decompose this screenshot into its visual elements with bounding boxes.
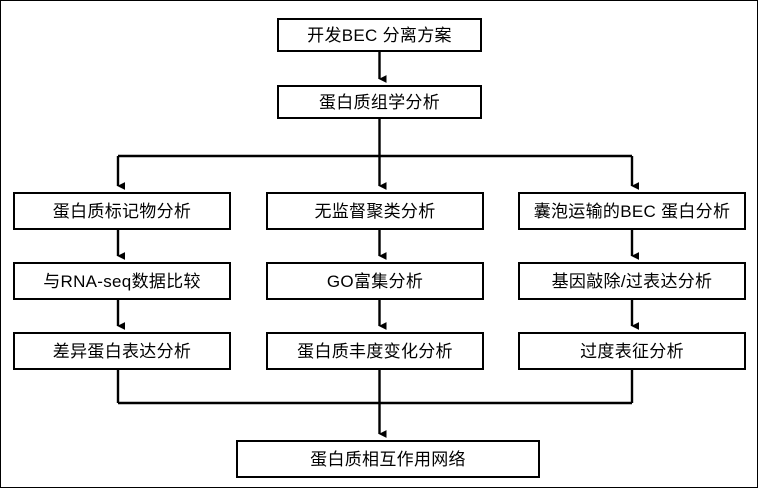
node-proteomics-label: 蛋白质组学分析 <box>318 92 441 112</box>
node-over-representation[interactable]: 过度表征分析 <box>518 332 746 370</box>
node-rnaseq-comparison-label: 与RNA-seq数据比较 <box>43 271 201 291</box>
node-ppi-network[interactable]: 蛋白质相互作用网络 <box>236 440 540 478</box>
node-protein-abundance-change[interactable]: 蛋白质丰度变化分析 <box>266 332 484 370</box>
node-go-enrichment[interactable]: GO富集分析 <box>266 262 484 300</box>
node-go-enrichment-label: GO富集分析 <box>326 271 424 291</box>
node-protein-abundance-change-label: 蛋白质丰度变化分析 <box>297 341 453 361</box>
node-differential-protein-expression-label: 差异蛋白表达分析 <box>52 341 192 361</box>
node-vesicle-transport-bec-protein-label: 囊泡运输的BEC 蛋白分析 <box>533 201 731 221</box>
node-unsupervised-clustering[interactable]: 无监督聚类分析 <box>266 192 484 230</box>
node-start-label: 开发BEC 分离方案 <box>307 25 452 45</box>
node-start[interactable]: 开发BEC 分离方案 <box>277 18 482 52</box>
node-unsupervised-clustering-label: 无监督聚类分析 <box>314 201 436 221</box>
node-differential-protein-expression[interactable]: 差异蛋白表达分析 <box>13 332 231 370</box>
node-rnaseq-comparison[interactable]: 与RNA-seq数据比较 <box>13 262 231 300</box>
node-protein-marker-analysis-label: 蛋白质标记物分析 <box>52 201 192 221</box>
node-ppi-network-label: 蛋白质相互作用网络 <box>310 449 466 469</box>
node-knockout-overexpression[interactable]: 基因敲除/过表达分析 <box>518 262 746 300</box>
node-proteomics[interactable]: 蛋白质组学分析 <box>277 85 482 119</box>
node-protein-marker-analysis[interactable]: 蛋白质标记物分析 <box>13 192 231 230</box>
node-knockout-overexpression-label: 基因敲除/过表达分析 <box>551 271 713 291</box>
node-vesicle-transport-bec-protein[interactable]: 囊泡运输的BEC 蛋白分析 <box>518 192 746 230</box>
node-over-representation-label: 过度表征分析 <box>580 341 684 361</box>
